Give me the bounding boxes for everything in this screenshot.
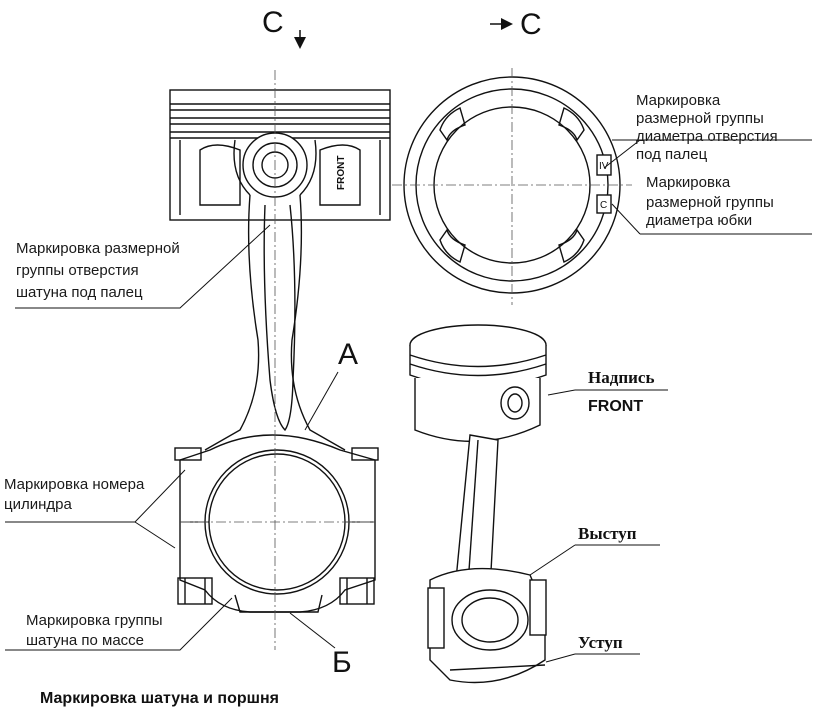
- label-step: Уступ: [578, 633, 623, 652]
- label-line: диаметра отверстия: [636, 128, 778, 145]
- piston-front-vertical-mark: FRONT: [336, 156, 347, 190]
- leader-lines: [5, 139, 812, 663]
- label-line: Маркировка: [646, 174, 731, 191]
- diagram-caption: Маркировка шатуна и поршня: [40, 690, 279, 707]
- label-line: Маркировка размерной: [16, 240, 180, 257]
- view-mark-right: C: [520, 8, 542, 41]
- label-front-inscription: Надпись: [588, 368, 655, 387]
- view-mark-left: C: [262, 6, 284, 39]
- rod-assembly-front-view: [169, 89, 391, 613]
- piston-skirt-group-mark: C: [600, 200, 607, 211]
- label-line: диаметра юбки: [646, 212, 753, 229]
- centerlines-left: [180, 70, 375, 650]
- label-line: Маркировка номера: [4, 476, 145, 493]
- label-line: группы отверстия: [16, 262, 139, 279]
- label-line: шатуна под палец: [16, 284, 143, 301]
- label-line: Маркировка группы: [26, 612, 163, 629]
- label-line: Маркировка: [636, 92, 721, 109]
- label-front-word: FRONT: [588, 398, 644, 415]
- label-line: под палец: [636, 146, 708, 163]
- point-b-label: Б: [332, 646, 352, 679]
- piston-pin-group-mark: IV: [599, 161, 609, 172]
- label-line: размерной группы: [636, 110, 764, 127]
- point-a-label: А: [338, 338, 359, 371]
- label-ledge: Выступ: [578, 524, 637, 543]
- centerlines-right: [392, 68, 632, 305]
- rod-assembly-isometric: [409, 324, 547, 684]
- label-line: цилиндра: [4, 496, 72, 513]
- label-line: шатуна по массе: [26, 632, 145, 649]
- label-line: размерной группы: [646, 194, 774, 211]
